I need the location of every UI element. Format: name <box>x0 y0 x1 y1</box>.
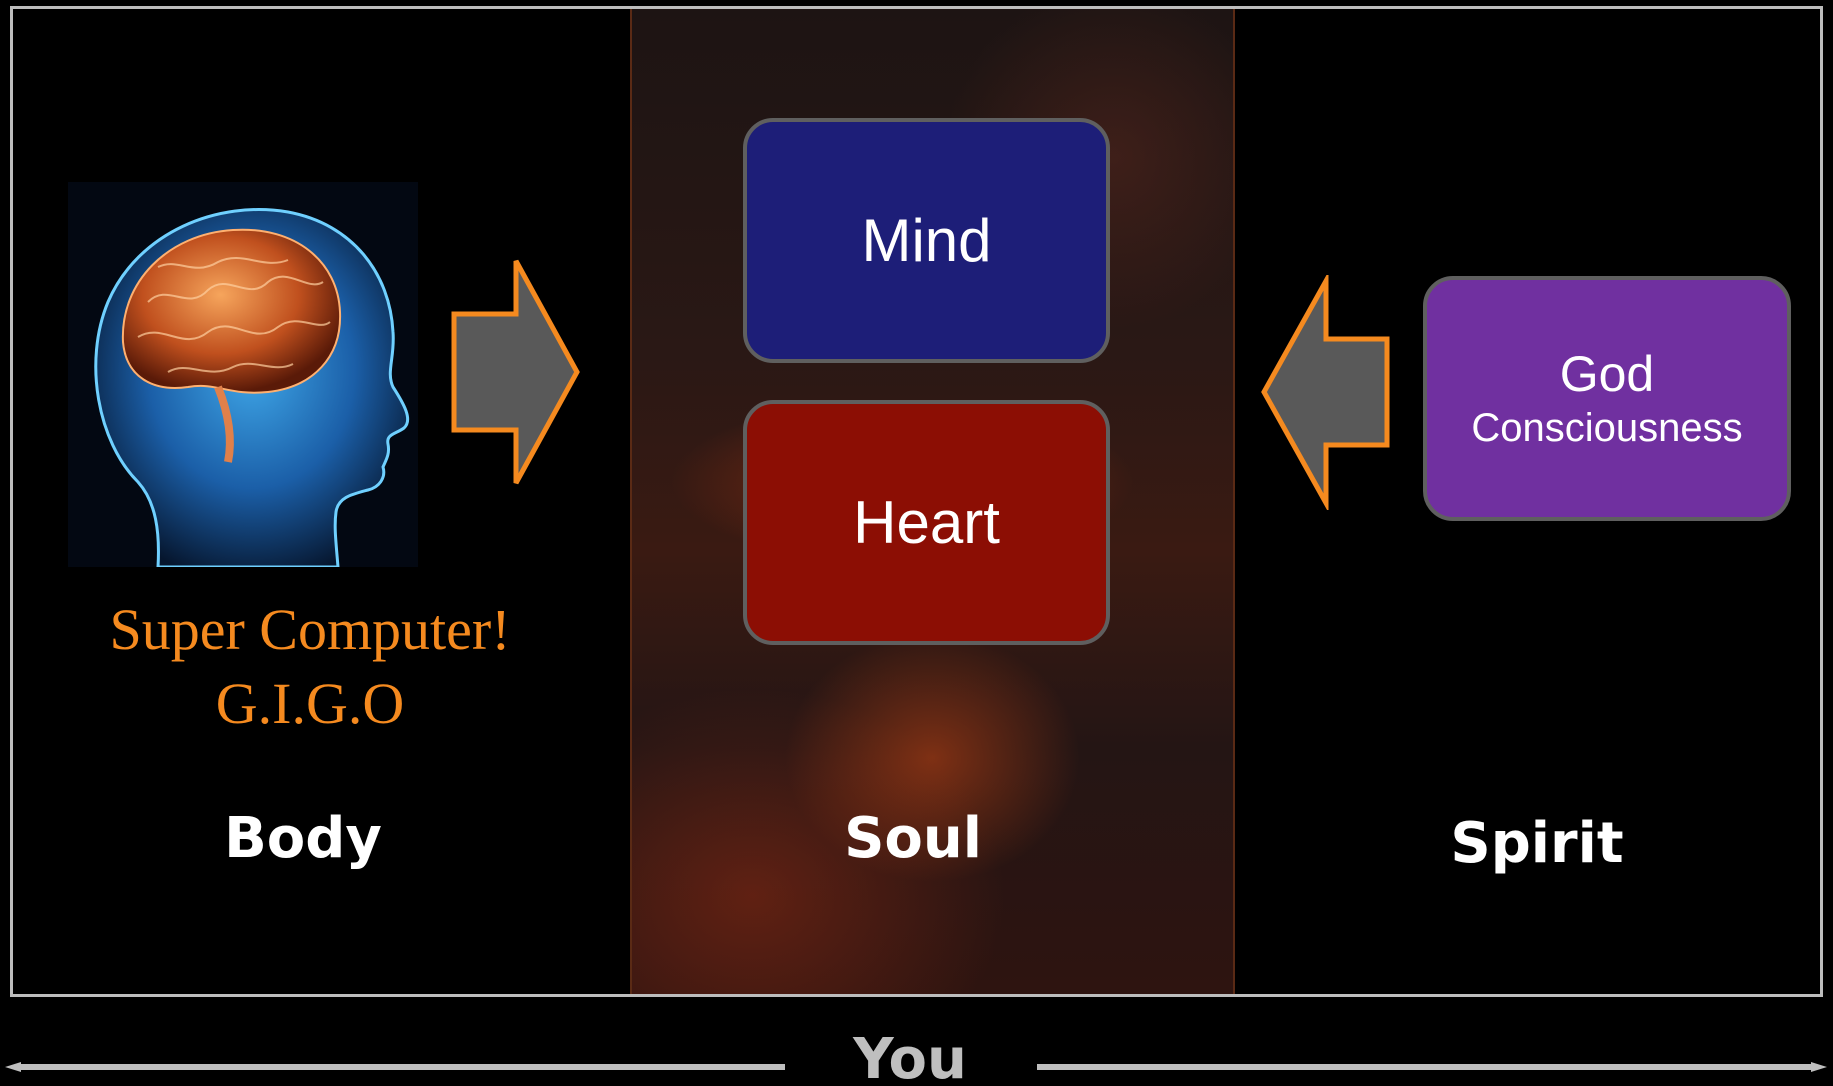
caption-gigo: G.I.G.O <box>60 668 560 740</box>
label-soul: Soul <box>763 806 1063 871</box>
brain-head-image <box>68 182 418 567</box>
label-body: Body <box>153 806 453 871</box>
god-label: God <box>1560 345 1655 403</box>
left-arrowhead-line <box>5 1062 785 1072</box>
left-arrow-icon <box>1260 275 1395 510</box>
god-consciousness-box: God Consciousness <box>1423 276 1791 521</box>
right-arrowhead-line <box>1037 1062 1827 1072</box>
label-spirit: Spirit <box>1387 811 1687 876</box>
right-arrow-icon <box>450 255 585 490</box>
heart-box: Heart <box>743 400 1110 645</box>
mind-label: Mind <box>861 206 991 275</box>
heart-label: Heart <box>853 488 1000 557</box>
mind-box: Mind <box>743 118 1110 363</box>
caption-super-computer: Super Computer! <box>60 594 560 666</box>
you-label: You <box>800 1030 1020 1086</box>
consciousness-label: Consciousness <box>1471 403 1742 453</box>
